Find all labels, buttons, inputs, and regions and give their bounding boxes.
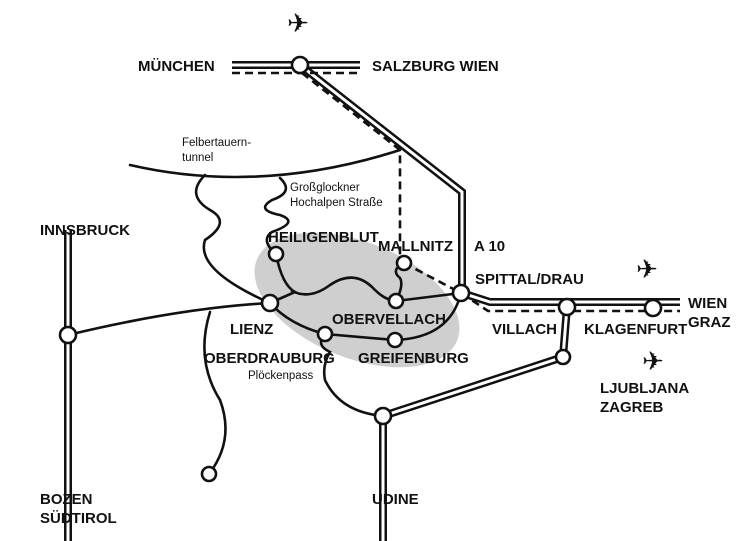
label-salzburg-wien: SALZBURG WIEN	[372, 58, 499, 75]
label-zagreb: ZAGREB	[600, 399, 664, 416]
node-greifenburg	[386, 331, 404, 349]
node-bozen	[200, 465, 218, 483]
label-grossglockner-2: Hochalpen Straße	[290, 197, 383, 209]
label-klagenfurt: KLAGENFURT	[584, 321, 688, 338]
label-bozen: BOZEN	[40, 491, 93, 508]
label-heiligenblut: HEILIGENBLUT	[268, 229, 379, 246]
node-obervellach	[387, 292, 405, 310]
road-winding-west	[194, 173, 272, 305]
node-lienz	[260, 293, 280, 313]
label-spittal: SPITTAL/DRAU	[475, 271, 584, 288]
node-mallnitz	[395, 254, 413, 272]
node-spittal	[451, 283, 471, 303]
label-villach: VILLACH	[492, 321, 557, 338]
label-innsbruck: INNSBRUCK	[40, 222, 130, 239]
label-wien: WIEN	[688, 295, 728, 312]
label-a10: A 10	[474, 238, 506, 255]
label-felbertauern-2: tunnel	[182, 152, 214, 164]
node-villach-south	[554, 348, 572, 366]
label-ploeckenpass: Plöckenpass	[248, 370, 314, 382]
label-udine: UDINE	[372, 491, 419, 508]
label-ljubljana: LJUBLJANA	[600, 380, 690, 397]
node-udine-junction	[373, 406, 393, 426]
node-klagenfurt	[643, 298, 663, 318]
label-suedtirol: SÜDTIROL	[40, 510, 117, 527]
label-felbertauern-1: Felbertauern-	[182, 137, 252, 149]
road-grossglockner	[263, 176, 290, 256]
road-felbertauern	[128, 148, 402, 179]
label-greifenburg: GREIFENBURG	[358, 350, 469, 367]
node-oberdrauburg	[316, 325, 334, 343]
road-lienz-innsbruck	[66, 301, 272, 337]
rail-dashed	[232, 71, 680, 313]
label-grossglockner-1: Großglockner	[290, 182, 360, 194]
node-heiligenblut	[267, 245, 285, 263]
airplane-icon: ✈	[642, 347, 664, 377]
node-innsbruck	[58, 325, 78, 345]
airplane-icon: ✈	[287, 9, 309, 39]
label-graz: GRAZ	[688, 314, 731, 331]
road-ploecken	[319, 332, 385, 418]
road-bozen	[203, 310, 227, 476]
label-oberdrauburg: OBERDRAUBURG	[204, 350, 335, 367]
label-mallnitz: MALLNITZ	[378, 238, 453, 255]
label-muenchen: MÜNCHEN	[138, 58, 215, 75]
node-hub-north	[290, 55, 310, 75]
label-lienz: LIENZ	[230, 321, 274, 338]
road-lienz-obervellach	[290, 276, 463, 303]
airplane-icon: ✈	[636, 255, 658, 285]
label-obervellach: OBERVELLACH	[332, 311, 446, 328]
node-villach	[557, 297, 577, 317]
